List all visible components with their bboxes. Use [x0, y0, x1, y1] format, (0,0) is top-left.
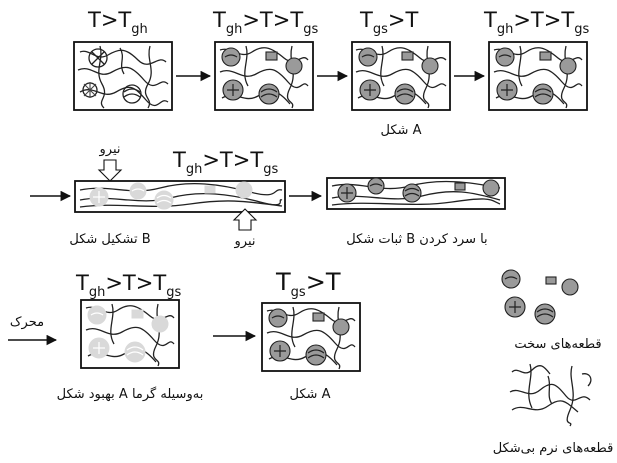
temp-label-3: Tgs>T: [359, 8, 418, 37]
stimulus-label: محرک: [10, 315, 44, 330]
force-top-arrow: [99, 160, 121, 181]
form-b-label: تشکیل شکل B: [69, 232, 150, 247]
soft-segments-label: قطعه‌های نرم بی‌شکل: [493, 441, 614, 456]
temp-label-6: Tgh>T>Tgs: [75, 271, 181, 300]
shape-a-bottom-label: شکل A: [290, 387, 331, 402]
temp-label-4: Tgh>T>Tgs: [483, 8, 589, 37]
legend-soft-segments: [510, 364, 591, 426]
final-a-box: [262, 303, 360, 371]
state-box-4: [489, 42, 587, 110]
hard-segments-label: قطعه‌های سخت: [514, 337, 601, 352]
temp-label-5: Tgh>T>Tgs: [172, 148, 278, 177]
state-box-1: [74, 42, 172, 110]
temp-label-2: Tgh>T>Tgs: [212, 8, 318, 37]
state-box-2: [215, 42, 313, 110]
recovering-box: [81, 300, 179, 368]
fixed-b-box: [327, 178, 505, 209]
force-top-label: نیرو: [99, 142, 121, 157]
recover-a-label: بهبود شکل A به‌وسیله گرما: [57, 386, 204, 402]
state-box-3: [352, 42, 450, 110]
force-bottom-label: نیرو: [234, 234, 256, 249]
temp-label-1: T>Tgh: [87, 8, 148, 37]
stretched-box: [75, 181, 285, 212]
shape-a-top-label: شکل A: [381, 123, 422, 138]
temp-label-7: Tgs>T: [275, 268, 341, 300]
fix-b-label: ثبات شکل B با سرد کردن: [346, 232, 487, 247]
legend-hard-segments: [502, 270, 578, 324]
